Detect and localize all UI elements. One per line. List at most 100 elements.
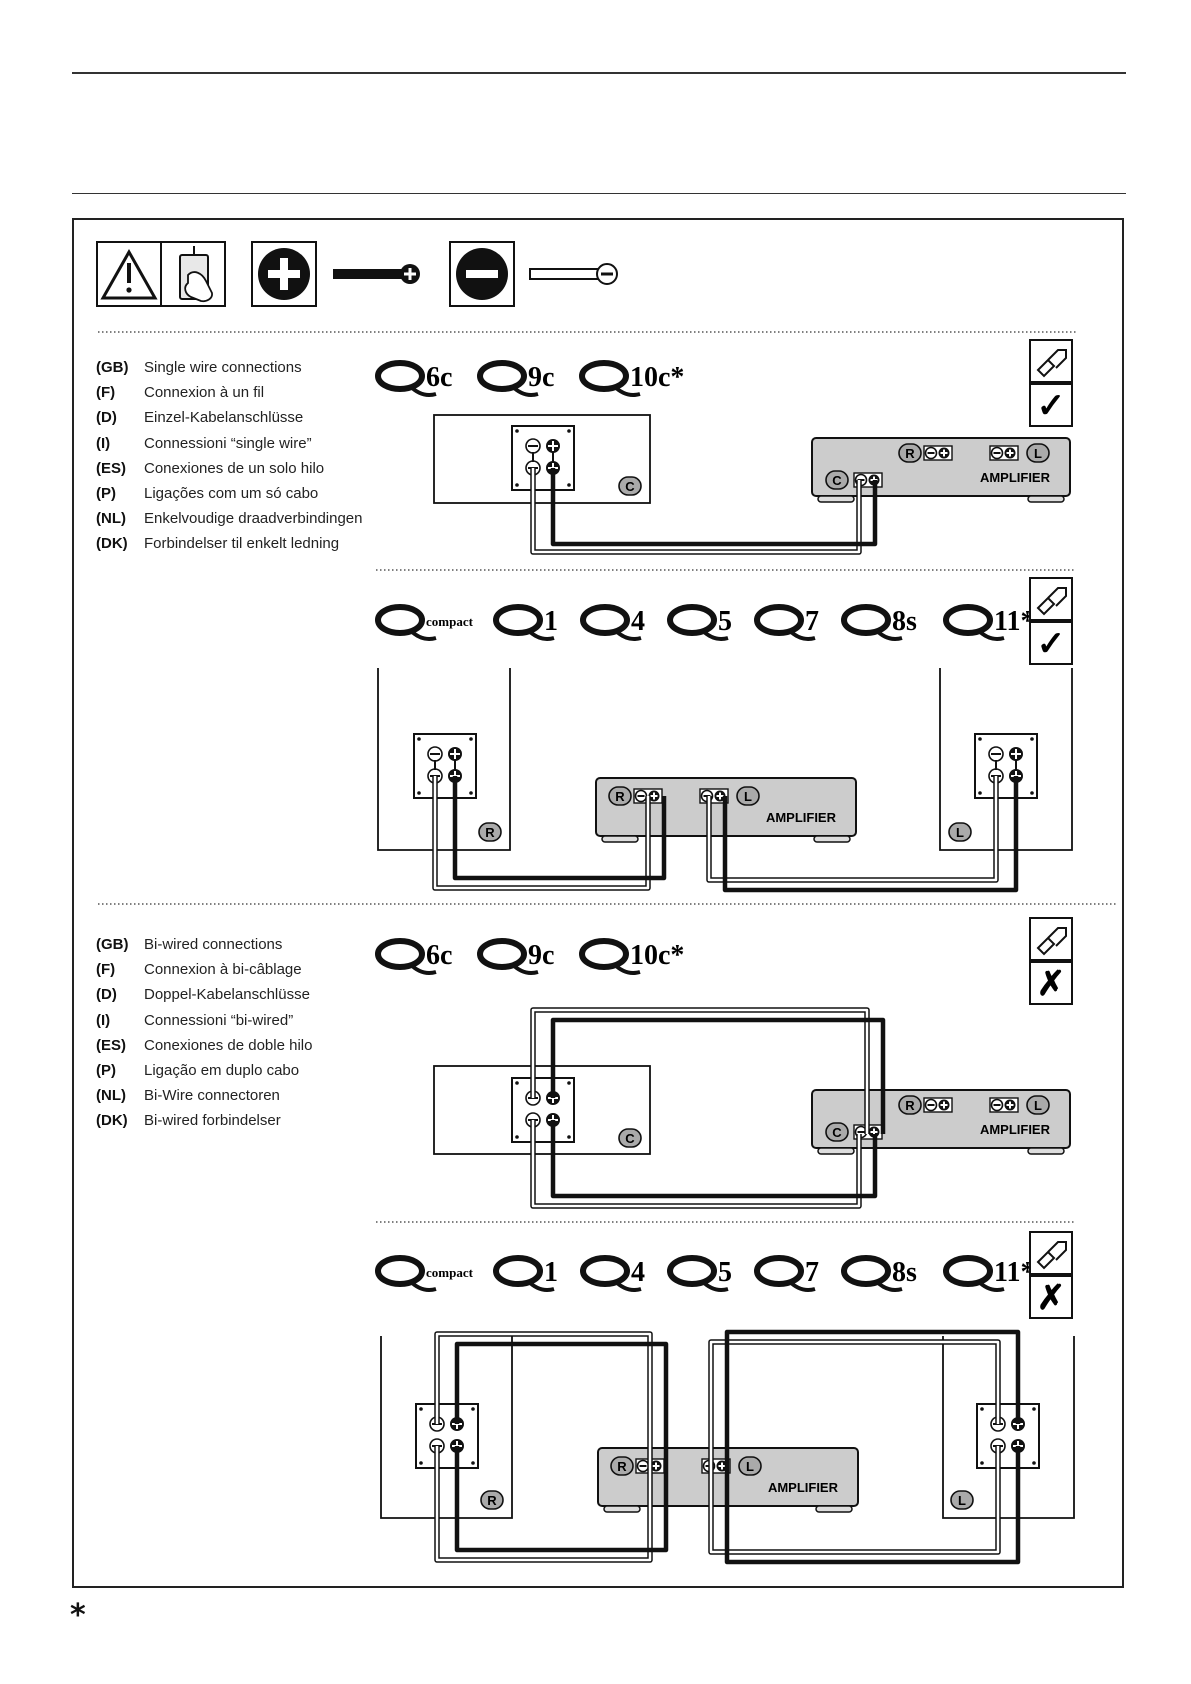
positive-cable (454, 1446, 669, 1553)
positive-cable (452, 776, 667, 881)
svg-text:L: L (744, 789, 752, 804)
model-number: 6c (426, 362, 452, 393)
model-badge: 10c* (579, 938, 684, 975)
lang-row: (D)Einzel-Kabelanschlüsse (96, 409, 304, 427)
channel-badge: R (898, 443, 922, 463)
channel-badge: R (480, 1490, 504, 1510)
model-badge: 4 (580, 1255, 645, 1292)
lang-row: (DK)Forbindelser til enkelt ledning (96, 535, 340, 553)
cross-icon: ✗ (1037, 1279, 1066, 1317)
model-badge: 5 (667, 1255, 732, 1292)
lang-row: (ES)Conexiones de doble hilo (96, 1036, 313, 1054)
plus-terminal (648, 790, 660, 802)
lang-row: (P)Ligação em duplo cabo (96, 1062, 300, 1080)
model-badge: 9c (477, 938, 554, 975)
model-badge: 8s (841, 1255, 917, 1292)
svg-text:R: R (905, 446, 915, 461)
amplifier-label: AMPLIFIER (768, 1480, 839, 1495)
svg-text:C: C (625, 1131, 635, 1146)
svg-text:L: L (746, 1459, 754, 1474)
model-badge: 1 (493, 604, 558, 641)
model-badge: 5 (667, 604, 732, 641)
negative-cable (434, 1331, 653, 1466)
channel-badge: L (736, 786, 760, 806)
lang-row: (I)Connessioni “single wire” (96, 434, 312, 452)
section-dividers (98, 331, 1118, 1223)
svg-text:C: C (832, 473, 842, 488)
model-number: 1 (544, 1257, 558, 1288)
positive-cable (550, 1017, 886, 1134)
compatibility-status: ✓ (1029, 577, 1073, 665)
lang-row: (DK)Bi-wired forbindelser (96, 1112, 281, 1130)
lang-row: (GB)Bi-wired connections (96, 936, 283, 953)
biwire-plug-icon (1036, 349, 1067, 378)
model-row: 6c 9c 10c* (375, 360, 684, 397)
minus-terminal (990, 446, 1004, 460)
svg-text:C: C (832, 1125, 842, 1140)
model-badge: 1 (493, 1255, 558, 1292)
negative-cable (530, 1007, 870, 1134)
negative-cable (530, 1120, 862, 1209)
channel-badge: L (738, 1456, 762, 1476)
channel-badge: C (618, 476, 642, 496)
model-number: 7 (805, 606, 819, 637)
model-badge: 7 (754, 604, 819, 641)
minus-terminal (634, 789, 648, 803)
minus-terminal (924, 446, 938, 460)
bi-wire-language-list: (GB)Bi-wired connections (F)Connexion à … (96, 932, 312, 1134)
channel-badge: R (898, 1095, 922, 1115)
right-speaker (377, 668, 511, 851)
svg-text:C: C (625, 479, 635, 494)
footnote-asterisk: * (70, 1598, 86, 1633)
svg-text:L: L (956, 825, 964, 840)
negative-cable (434, 1446, 653, 1563)
lang-row: (ES)Conexiones de un solo hilo (96, 459, 325, 477)
negative-cable (530, 468, 862, 555)
model-number: 10c* (630, 362, 684, 393)
model-number: 8s (892, 1257, 917, 1288)
svg-text:R: R (617, 1459, 627, 1474)
terminal-plate (413, 733, 477, 799)
amp-terminal-pair (923, 1097, 953, 1113)
biwire-plug-icon (1036, 927, 1067, 956)
channel-badge: L (1026, 443, 1050, 463)
positive-cable (454, 1341, 669, 1466)
positive-terminal-icon (251, 241, 420, 307)
negative-cable (706, 776, 999, 883)
power-off-warning-icon (96, 241, 226, 307)
minus-terminal (990, 1098, 1004, 1112)
lang-row: (GB)Single wire connections (96, 359, 302, 376)
positive-cable (724, 1329, 1021, 1466)
model-number: 9c (528, 362, 554, 393)
left-speaker (939, 668, 1073, 851)
model-number: compact (426, 614, 474, 629)
model-badge: 7 (754, 1255, 819, 1292)
model-number: 5 (718, 1257, 732, 1288)
svg-text:R: R (905, 1098, 915, 1113)
positive-cable (724, 1446, 1021, 1565)
model-badge: 9c (477, 360, 554, 397)
lang-row: (NL)Enkelvoudige draadverbindingen (96, 510, 363, 528)
minus-terminal (636, 1459, 650, 1473)
model-badge: 4 (580, 604, 645, 641)
channel-badge: L (1026, 1095, 1050, 1115)
channel-badge: R (610, 1456, 634, 1476)
channel-badge: L (948, 822, 972, 842)
terminal-plate (976, 1403, 1040, 1469)
plus-terminal (448, 747, 462, 761)
amp-terminal-pair (989, 445, 1019, 461)
negative-cable (708, 1339, 1001, 1466)
positive-cable (550, 1120, 878, 1199)
channel-badge: C (618, 1128, 642, 1148)
positive-cable (550, 468, 878, 547)
plus-terminal (1004, 447, 1016, 459)
channel-badge: C (825, 1122, 849, 1142)
check-icon: ✓ (1037, 625, 1066, 663)
lang-row: (F)Connexion à un fil (96, 384, 265, 402)
model-number: 10c* (630, 940, 684, 971)
